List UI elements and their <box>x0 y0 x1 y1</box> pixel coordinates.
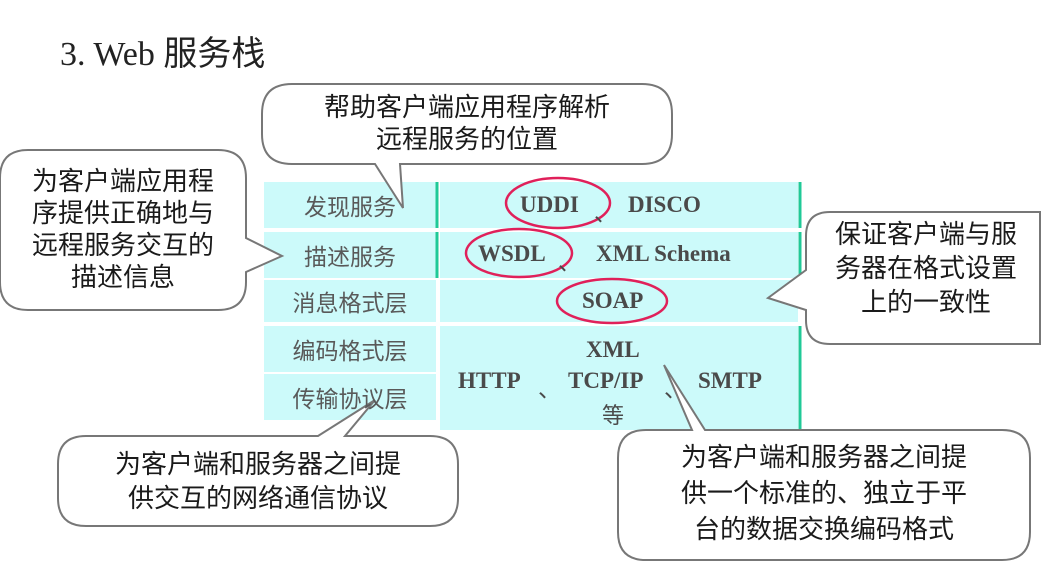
tech-cell-encoding-transport <box>440 326 798 430</box>
tech-disco: DISCO <box>628 192 701 217</box>
tech-cell-description <box>440 232 798 278</box>
layer-label-encoding: 编码格式层 <box>292 339 408 365</box>
callout-text-discovery: 帮助客户端应用程序解析 远程服务的位置 <box>262 92 672 156</box>
callout-line: 描述信息 <box>70 263 175 293</box>
callout-line: 为客户端和服务器之间提 <box>680 443 967 473</box>
callout-bubbles <box>0 83 1041 561</box>
callout-line: 为客户端和服务器之间提 <box>114 450 401 480</box>
tech-xml-schema: XML Schema <box>596 241 731 266</box>
tech-smtp: SMTP <box>698 368 762 393</box>
callout-line: 帮助客户端应用程序解析 <box>323 93 610 123</box>
tech-soap: SOAP <box>582 288 644 313</box>
tech-separator: 、 <box>538 377 561 402</box>
callout-text-encoding: 为客户端和服务器之间提 供一个标准的、独立于平 台的数据交换编码格式 <box>618 440 1030 548</box>
tech-uddi: UDDI <box>520 192 579 217</box>
callout-line: 序提供正确地与 <box>31 199 214 229</box>
layer-label-transport: 传输协议层 <box>292 387 408 413</box>
label-cells <box>264 182 436 420</box>
circle-soap <box>555 277 669 325</box>
callout-line: 远程服务交互的 <box>31 231 214 261</box>
circle-wsdl <box>464 227 574 279</box>
tech-tcpip: TCP/IP <box>568 368 644 393</box>
table-borders <box>435 182 802 430</box>
highlight-circles <box>464 176 669 325</box>
callout-line: 为客户端应用程 <box>31 167 214 197</box>
label-cell-message <box>264 280 436 322</box>
callout-bubble-discovery <box>261 83 673 209</box>
tech-separator: 、 <box>558 250 581 275</box>
tech-separator: 、 <box>664 377 687 402</box>
tech-separator: 、 <box>594 201 617 226</box>
label-cell-transport <box>264 374 436 420</box>
callout-line: 远程服务的位置 <box>375 125 558 155</box>
tech-cell-discovery <box>440 182 798 228</box>
tech-http: HTTP <box>458 368 521 393</box>
callout-text-description: 为客户端应用程 序提供正确地与 远程服务交互的 描述信息 <box>0 166 246 294</box>
callout-bubble-transport <box>57 399 459 527</box>
tech-etc: 等 <box>602 404 625 429</box>
callout-text-transport: 为客户端和服务器之间提 供交互的网络通信协议 <box>58 448 458 516</box>
callout-bubble-description <box>0 149 285 311</box>
callout-bubble-encoding <box>617 364 1031 561</box>
page-title: 3. Web 服务栈 <box>60 36 266 73</box>
layer-label-discovery: 发现服务 <box>304 195 396 221</box>
callout-line: 台的数据交换编码格式 <box>693 515 954 545</box>
callout-line: 上的一致性 <box>860 288 991 318</box>
label-cell-description <box>264 232 436 278</box>
callout-line: 务器在格式设置 <box>834 254 1017 284</box>
tech-cells <box>440 182 798 430</box>
callout-line: 保证客户端与服 <box>834 220 1017 250</box>
callout-line: 供一个标准的、独立于平 <box>680 479 967 509</box>
label-cell-discovery <box>264 182 436 228</box>
callout-line: 供交互的网络通信协议 <box>127 484 388 514</box>
callout-text-message: 保证客户端与服 务器在格式设置 上的一致性 <box>810 218 1042 320</box>
layer-label-message: 消息格式层 <box>292 291 408 317</box>
tech-cell-message <box>440 280 798 322</box>
label-cell-encoding <box>264 326 436 372</box>
tech-xml: XML <box>586 337 640 362</box>
layer-label-description: 描述服务 <box>304 245 396 271</box>
tech-wsdl: WSDL <box>478 241 546 266</box>
circle-uddi <box>504 176 612 230</box>
callout-bubble-message <box>765 211 1041 345</box>
